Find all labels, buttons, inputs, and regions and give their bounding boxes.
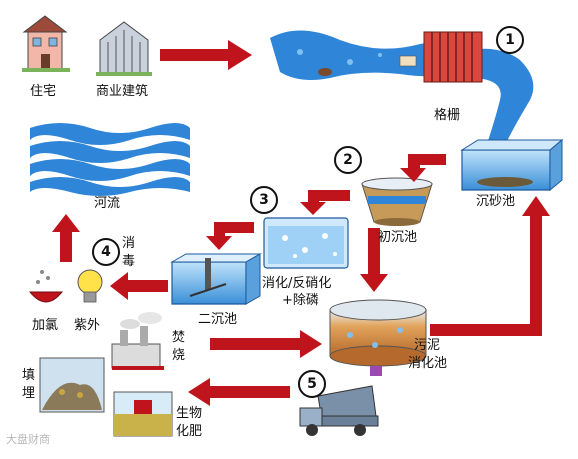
- uv-lightbulb-icon: [77, 269, 103, 303]
- arrow-secondary-to-uv: [110, 272, 168, 300]
- house-icon: [22, 15, 70, 72]
- label-sludge-digester-line1: 污泥: [414, 338, 441, 353]
- step-number-5: 5: [298, 370, 326, 398]
- sewer-water-icon: [270, 30, 534, 150]
- grit-chamber-icon: [460, 138, 564, 192]
- secondary-clarifier-icon: [170, 253, 262, 305]
- arrow-nitrification-to-secondary: [206, 222, 254, 250]
- arrow-grit-to-primary: [400, 154, 446, 182]
- arrow-buildings-to-sewer: [160, 40, 252, 70]
- river-icon: [30, 123, 190, 196]
- label-fertilizer-line1: 生物: [176, 406, 203, 421]
- label-residence: 住宅: [30, 84, 57, 99]
- fertilizer-field-icon: [113, 391, 173, 437]
- label-sludge-digester-line2: 消化池: [408, 356, 448, 371]
- nitrification-tank-icon: [263, 217, 349, 269]
- step-number-3: 3: [250, 186, 278, 214]
- flow-arrows: [52, 40, 550, 406]
- chlorine-bowl-icon: [28, 270, 64, 303]
- dump-truck-icon: [299, 385, 379, 436]
- sludge-digester-icon: [329, 299, 427, 376]
- label-disinfection-line1: 消: [122, 236, 136, 251]
- watermark: 大盘财商: [6, 433, 50, 446]
- building-icon: [96, 21, 152, 76]
- label-river: 河流: [94, 196, 121, 211]
- label-screen: 格栅: [434, 108, 461, 123]
- label-secondary-clarifier: 二沉池: [198, 312, 238, 327]
- label-grit-chamber: 沉砂池: [476, 194, 516, 209]
- label-chlorine: 加氯: [32, 318, 59, 333]
- arrow-digester-to-grit: [430, 196, 550, 336]
- label-landfill-line1: 填: [22, 368, 36, 383]
- label-landfill-line2: 埋: [22, 386, 36, 401]
- incinerator-icon: [111, 312, 164, 370]
- label-nitrification-line2: +除磷: [282, 293, 319, 308]
- arrow-digester-to-fertilizer: [188, 378, 290, 406]
- label-incineration-line1: 焚: [172, 330, 186, 345]
- screen-grid-icon: [423, 31, 483, 83]
- arrow-primary-to-digester: [360, 228, 388, 292]
- arrow-secondary-to-digester: [210, 330, 322, 358]
- arrow-disinfect-to-river: [52, 214, 80, 262]
- step-number-4: 4: [92, 238, 120, 266]
- primary-clarifier-icon: [361, 177, 433, 226]
- landfill-icon: [39, 357, 105, 413]
- label-nitrification-line1: 消化/反硝化: [262, 276, 332, 291]
- label-uv: 紫外: [74, 318, 101, 333]
- step-number-1: 1: [496, 26, 524, 54]
- step-number-2: 2: [334, 146, 362, 174]
- label-incineration-line2: 烧: [172, 348, 186, 363]
- label-primary-clarifier: 初沉池: [378, 230, 418, 245]
- label-commercial-building: 商业建筑: [96, 84, 149, 99]
- label-fertilizer-line2: 化肥: [176, 424, 203, 439]
- arrow-primary-to-nitrification: [300, 190, 350, 215]
- label-disinfection-line2: 毒: [122, 254, 136, 269]
